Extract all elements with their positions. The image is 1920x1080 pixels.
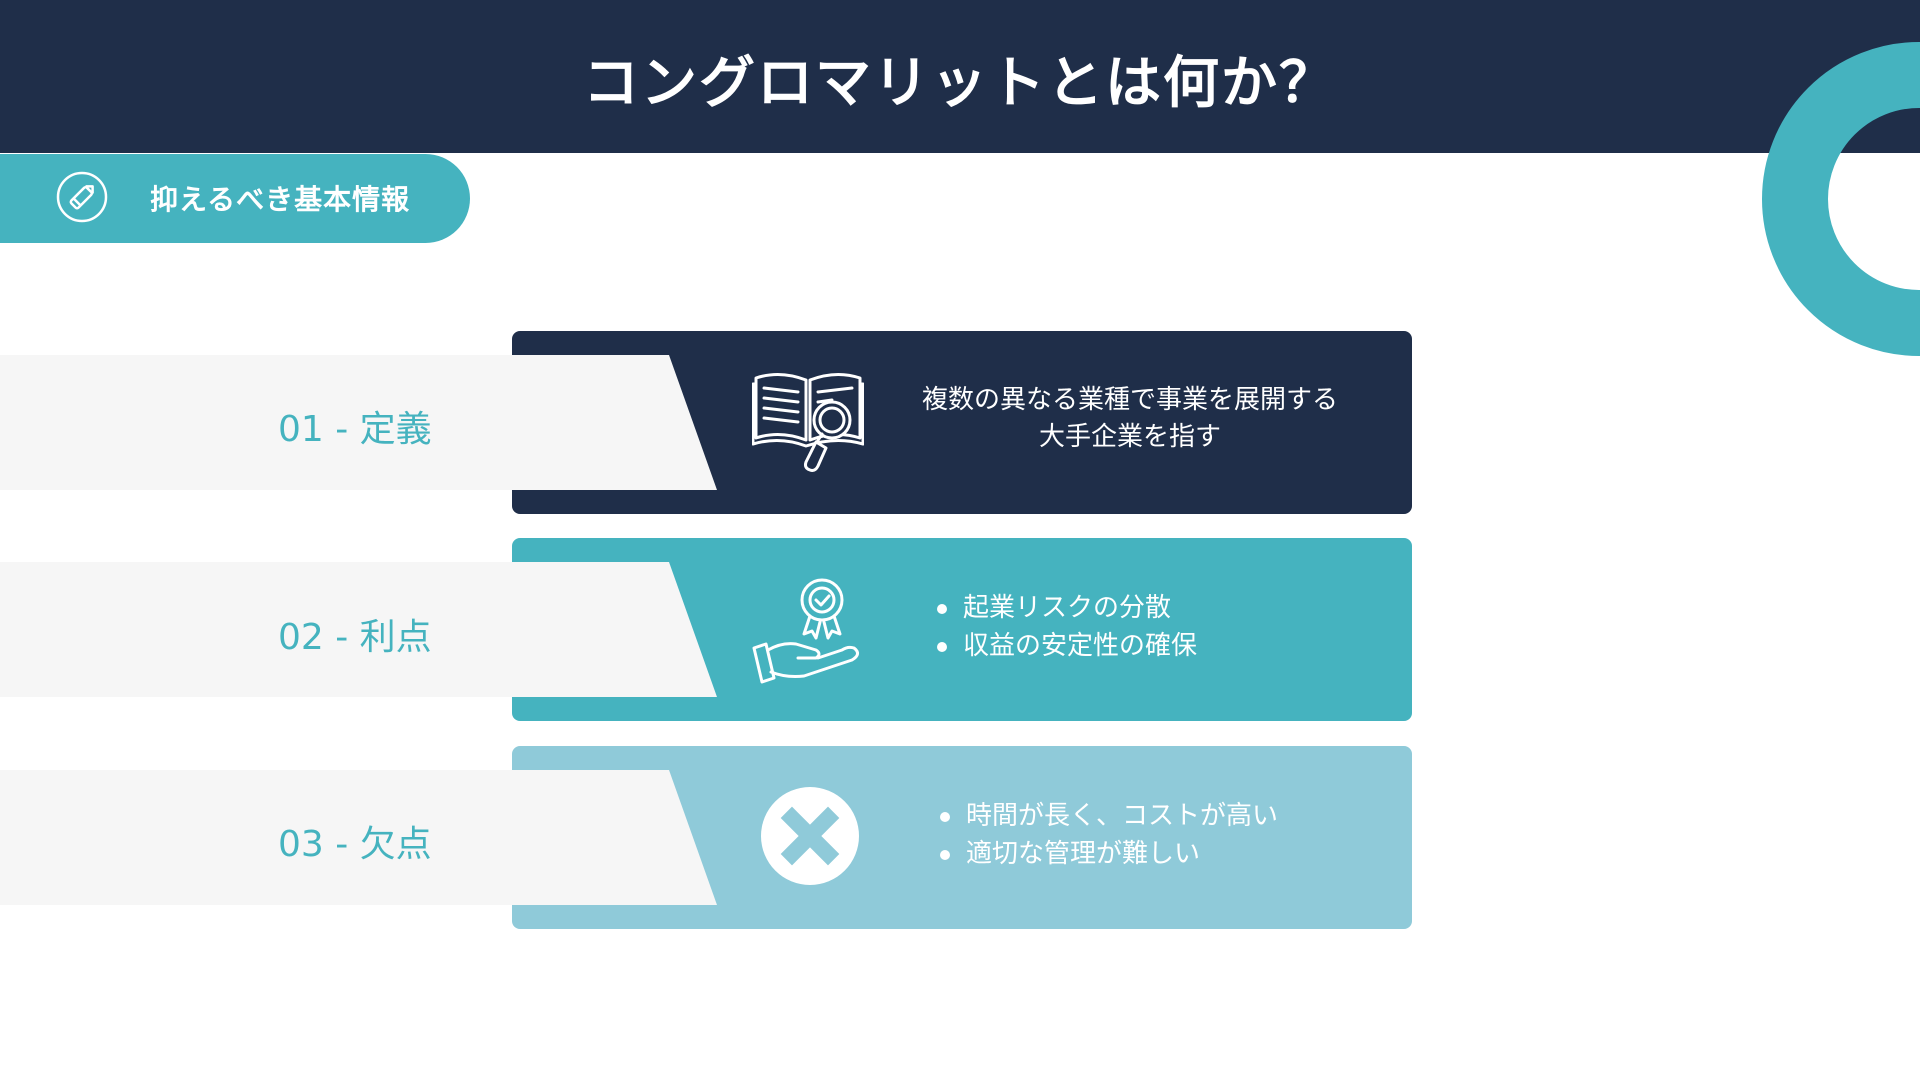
x-circle-icon — [761, 787, 859, 885]
pencil-icon — [56, 171, 108, 223]
definition-line: 大手企業を指す — [1038, 422, 1221, 452]
definition-text: 複数の異なる業種で事業を展開する 大手企業を指す — [860, 382, 1400, 456]
list-item: 収益の安定性の確保 — [935, 627, 1197, 665]
hand-award-icon — [752, 578, 859, 684]
list-item: 適切な管理が難しい — [938, 835, 1278, 873]
advantage-list: 起業リスクの分散 収益の安定性の確保 — [935, 589, 1197, 665]
definition-label: 01 - 定義 — [278, 409, 432, 450]
definition-label-strip — [0, 355, 717, 490]
disadvantage-list: 時間が長く、コストが高い 適切な管理が難しい — [938, 797, 1278, 873]
disadvantage-label-strip — [0, 770, 717, 905]
book-magnifier-icon — [752, 373, 864, 472]
advantage-label: 02 - 利点 — [278, 617, 432, 658]
header-bar — [0, 0, 1920, 153]
definition-line: 複数の異なる業種で事業を展開する — [921, 385, 1338, 415]
section-tag-label: 抑えるべき基本情報 — [150, 183, 411, 216]
section-tag — [0, 154, 470, 243]
disadvantage-label: 03 - 欠点 — [278, 824, 432, 865]
list-item: 起業リスクの分散 — [935, 589, 1197, 627]
list-item: 時間が長く、コストが高い — [938, 797, 1278, 835]
advantage-label-strip — [0, 562, 717, 697]
page-title: コングロマリットとは何か？ — [583, 51, 1337, 116]
decorative-ring — [1762, 42, 1920, 356]
